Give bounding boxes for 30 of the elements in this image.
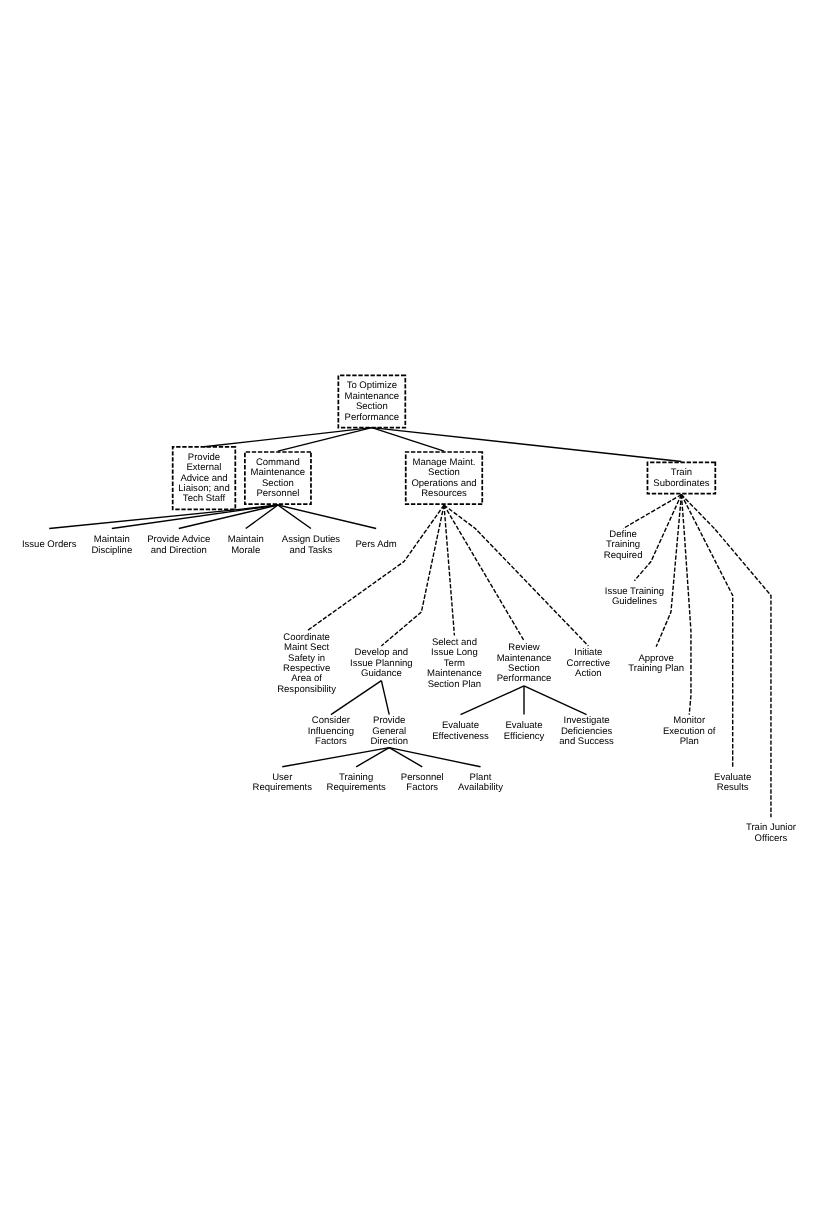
connector xyxy=(388,746,423,768)
connector xyxy=(388,746,482,768)
connector xyxy=(277,504,312,530)
connector xyxy=(330,680,383,716)
connector xyxy=(371,426,683,463)
connector xyxy=(277,504,377,530)
connector xyxy=(380,504,445,647)
connector xyxy=(281,746,390,768)
connector xyxy=(443,504,456,637)
connector xyxy=(633,493,683,582)
connector xyxy=(305,504,445,632)
connector xyxy=(380,680,390,716)
connector xyxy=(622,493,683,530)
connector xyxy=(245,504,279,530)
connector xyxy=(523,685,588,716)
connector xyxy=(178,504,279,530)
connector xyxy=(523,685,525,716)
connector xyxy=(680,493,734,768)
connector xyxy=(443,504,590,647)
connector xyxy=(371,426,445,452)
connector xyxy=(655,493,683,648)
connector xyxy=(111,504,279,530)
connector xyxy=(680,493,692,716)
connector xyxy=(443,504,525,642)
connector xyxy=(203,426,373,448)
connector xyxy=(680,493,772,818)
connector xyxy=(459,685,525,716)
connector xyxy=(355,746,390,768)
connector xyxy=(48,504,279,530)
connector xyxy=(277,426,373,452)
